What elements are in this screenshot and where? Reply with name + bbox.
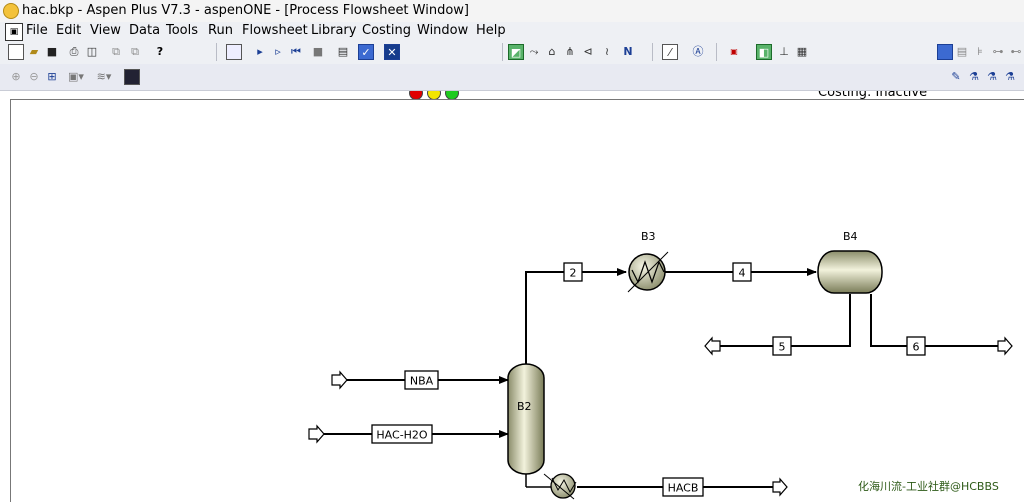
menu-data[interactable]: Data [129, 23, 161, 38]
menu-run[interactable]: Run [208, 23, 233, 38]
toolbar-separator [502, 43, 503, 61]
settings-icon[interactable]: ⊷ [1010, 45, 1022, 58]
block-label-b3: B3 [641, 230, 656, 243]
zoom-in-icon[interactable]: ⊕ [11, 70, 21, 83]
document-window-icon[interactable]: ▣ [5, 23, 23, 41]
edit-pen-icon[interactable]: ✎ [951, 70, 961, 83]
new-file-icon[interactable] [8, 44, 24, 60]
main-toolbar: ▰ ■ ⎙ ◫ ⧉ ⧉ ? ▸ ▹ ⏮ ■ ▤ ✓ ✕ ◩ ⤳ ⌂ ⋔ ⊲ ≀ … [0, 41, 1024, 102]
menu-window[interactable]: Window [417, 23, 469, 38]
menu-bar: ▣ File Edit View Data Tools Run Flowshee… [0, 22, 1024, 41]
view-toolbar: ⊕ ⊖ ⊞ ▣▾ ≋▾ ✎ ⚗ ⚗ ⚗ [0, 64, 1024, 91]
menu-help[interactable]: Help [476, 23, 506, 38]
stream-6[interactable]: 6 [870, 294, 1013, 356]
block-icon[interactable]: ⌂ [548, 45, 556, 58]
cancel-run-icon[interactable]: ✕ [384, 44, 400, 60]
stream-hac-h2o[interactable]: HAC-H2O [308, 424, 509, 444]
print-area-icon[interactable] [124, 69, 140, 85]
costing-summary-icon[interactable]: ◧ [756, 44, 772, 60]
watermark-text: 化海川流-工业社群@HCBBS [858, 480, 999, 493]
stream-label-hac-h2o: HAC-H2O [376, 429, 428, 442]
run-step-icon[interactable]: ▹ [275, 45, 281, 58]
energy-icon[interactable]: ▣ [730, 47, 738, 56]
reboiler-icon [550, 473, 576, 499]
zoom-out-icon[interactable]: ⊖ [29, 70, 39, 83]
block-b2-column[interactable]: B2 [507, 363, 577, 500]
copy-icon[interactable]: ⧉ [112, 45, 120, 58]
equipment-icon[interactable]: ⊥ [779, 45, 789, 58]
stream-4[interactable]: 4 [665, 262, 817, 282]
whats-this-help-icon[interactable]: ? [156, 45, 164, 58]
window-title: hac.bkp - Aspen Plus V7.3 - aspenONE - [… [22, 3, 469, 18]
aspen-a-icon[interactable]: Ⓐ [692, 45, 704, 58]
hierarchy-icon[interactable]: ⊶ [992, 45, 1004, 58]
run-stop-icon[interactable]: ■ [312, 45, 324, 58]
property-analysis-icon[interactable]: ⚗ [1005, 70, 1015, 83]
product-arrow-icon [997, 336, 1013, 356]
menu-view[interactable]: View [90, 23, 121, 38]
grid-table-icon[interactable]: ▦ [796, 45, 808, 58]
title-bar: hac.bkp - Aspen Plus V7.3 - aspenONE - [… [0, 0, 1024, 23]
rank-icon[interactable]: ⊧ [977, 45, 983, 58]
view-mode-icon[interactable]: ▣▾ [68, 70, 84, 83]
open-folder-icon[interactable]: ▰ [29, 45, 39, 58]
menu-library[interactable]: Library [311, 23, 357, 38]
stream-label-2: 2 [570, 267, 577, 280]
menu-file[interactable]: File [26, 23, 48, 38]
data-browser-icon[interactable] [226, 44, 242, 60]
stream-connect-icon[interactable]: ⤳ [529, 45, 539, 58]
block-label-b4: B4 [843, 230, 858, 243]
zoom-full-icon[interactable]: ⊞ [47, 70, 57, 83]
paste-icon[interactable]: ⧉ [131, 45, 139, 58]
stream-2[interactable]: 2 [525, 262, 627, 365]
block-b3-heater[interactable]: B3 [627, 230, 669, 293]
pfd-mode-icon[interactable]: ≋▾ [96, 70, 112, 83]
stream-label-nba: NBA [410, 375, 434, 388]
toolbar-separator [216, 43, 217, 61]
stream-label-4: 4 [739, 267, 746, 280]
save-icon[interactable]: ■ [46, 45, 58, 58]
stream-label-hacb: HACB [668, 482, 699, 495]
flowsheet-icon[interactable]: ◩ [508, 44, 524, 60]
report-icon[interactable]: ▤ [956, 45, 968, 58]
splitter-icon[interactable]: ≀ [604, 45, 610, 58]
aspen-app-icon [3, 3, 19, 19]
control-panel-icon[interactable]: ▤ [337, 45, 349, 58]
feed-arrow-icon [331, 370, 348, 390]
stream-label-6: 6 [913, 341, 920, 354]
run-start-icon[interactable]: ▸ [257, 45, 263, 58]
work-icon[interactable]: ⊲ [583, 45, 593, 58]
toolbar-separator [716, 43, 717, 61]
next-icon[interactable]: N [623, 45, 633, 58]
print-icon[interactable]: ⎙ [69, 45, 79, 58]
stream-label-5: 5 [779, 341, 786, 354]
costing-options-icon[interactable] [937, 44, 953, 60]
product-arrow-icon [704, 336, 721, 356]
heat-icon[interactable]: ⋔ [565, 45, 575, 58]
stream-5[interactable]: 5 [704, 294, 851, 356]
block-b4-decanter[interactable]: B4 [817, 230, 883, 294]
menu-costing[interactable]: Costing [362, 23, 412, 38]
print-preview-icon[interactable]: ◫ [86, 45, 98, 58]
toolbar-separator [652, 43, 653, 61]
menu-flowsheet[interactable]: Flowsheet [242, 23, 308, 38]
product-arrow-icon [772, 477, 788, 497]
property-sets-icon[interactable]: ⚗ [987, 70, 997, 83]
menu-edit[interactable]: Edit [56, 23, 82, 38]
stream-hacb[interactable]: HACB [577, 477, 788, 497]
run-reinitialize-icon[interactable]: ⏮ [291, 45, 301, 58]
analysis-icon[interactable]: ⁄ [662, 44, 678, 60]
feed-arrow-icon [308, 424, 325, 444]
menu-tools[interactable]: Tools [166, 23, 199, 38]
check-results-icon[interactable]: ✓ [358, 44, 374, 60]
properties-icon[interactable]: ⚗ [969, 70, 979, 83]
stream-nba[interactable]: NBA [331, 370, 509, 390]
block-label-b2: B2 [517, 400, 532, 413]
